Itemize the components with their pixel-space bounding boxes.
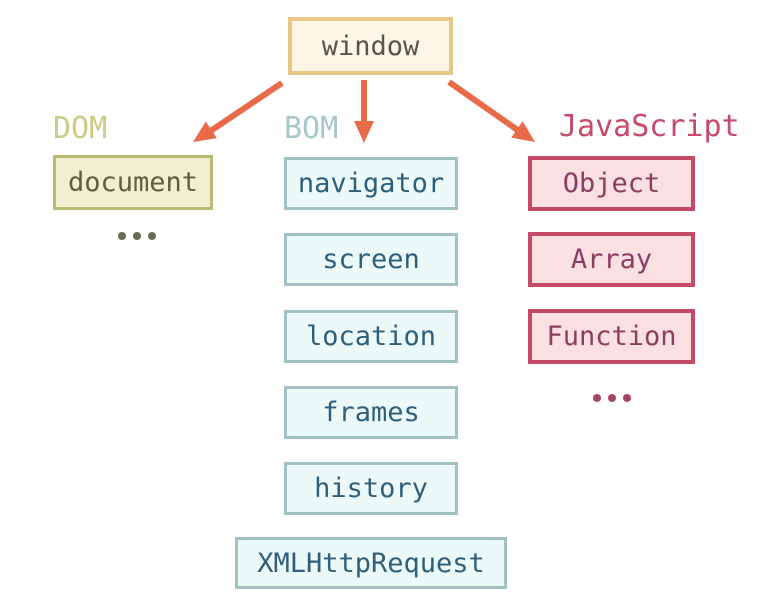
- arrow-to-javascript-head: [511, 121, 535, 142]
- node-window: window: [288, 17, 453, 75]
- node-location: location: [284, 310, 458, 363]
- javascript-ellipsis-dots: [589, 394, 634, 402]
- dom-ellipsis-dots: [114, 232, 159, 240]
- arrow-to-bom-head: [354, 121, 374, 143]
- arrow-to-dom-head: [193, 121, 217, 142]
- dot: [607, 394, 616, 402]
- group-label-javascript: JavaScript: [559, 109, 740, 144]
- node-document: document: [53, 155, 213, 210]
- dot: [147, 232, 156, 240]
- arrow-to-dom: [207, 80, 284, 135]
- node-frames: frames: [284, 386, 458, 439]
- dot: [117, 232, 126, 240]
- node-xmlhttprequest: XMLHttpRequest: [235, 537, 507, 589]
- node-function: Function: [528, 309, 695, 364]
- node-screen: screen: [284, 233, 458, 286]
- node-history: history: [284, 462, 458, 515]
- arrow-to-javascript: [447, 79, 521, 134]
- dot: [622, 394, 631, 402]
- dot: [592, 394, 601, 402]
- dot: [132, 232, 141, 240]
- node-navigator: navigator: [284, 157, 458, 210]
- group-label-bom: BOM: [284, 111, 339, 146]
- node-array: Array: [528, 232, 695, 287]
- group-label-dom: DOM: [53, 111, 108, 146]
- node-object: Object: [528, 156, 695, 211]
